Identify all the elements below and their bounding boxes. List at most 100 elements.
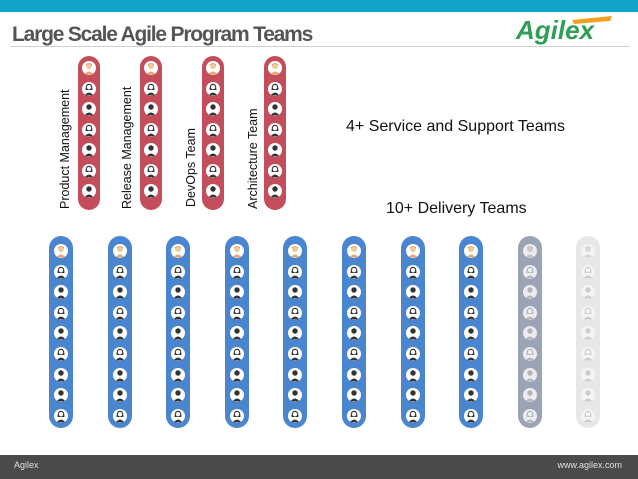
team-member-icon <box>206 163 220 178</box>
team-member-icon <box>288 305 303 320</box>
logo-swoosh-icon <box>572 16 612 24</box>
team-member-icon <box>288 285 303 300</box>
team-member-icon <box>112 244 127 258</box>
support-team-column <box>78 56 100 210</box>
team-member-icon <box>229 388 244 403</box>
delivery-team-column <box>459 236 484 428</box>
team-member-icon <box>171 347 186 361</box>
team-member-icon <box>522 388 537 403</box>
team-member-icon <box>405 367 420 382</box>
team-member-icon <box>82 81 96 96</box>
team-member-icon <box>405 244 420 258</box>
team-member-icon <box>229 326 244 341</box>
team-member-icon <box>171 244 186 258</box>
team-member-icon <box>144 184 158 198</box>
team-member-icon <box>144 122 158 137</box>
team-member-icon <box>464 285 479 300</box>
team-member-icon <box>54 285 68 300</box>
team-member-icon <box>112 367 127 382</box>
team-member-icon <box>581 347 596 361</box>
footer-brand: Agilex <box>14 460 39 470</box>
team-member-icon <box>347 285 361 300</box>
team-member-icon <box>268 143 282 157</box>
team-member-icon <box>464 388 479 403</box>
team-member-icon <box>268 102 282 116</box>
team-member-icon <box>464 347 479 361</box>
delivery-team-column <box>166 236 191 428</box>
delivery-team-column <box>107 236 132 428</box>
team-member-icon <box>54 326 68 341</box>
team-member-icon <box>54 305 68 320</box>
team-member-icon <box>144 143 158 157</box>
delivery-team-column <box>49 236 73 428</box>
team-member-icon <box>82 61 96 75</box>
team-member-icon <box>288 347 303 361</box>
team-member-icon <box>581 244 596 258</box>
team-member-icon <box>229 264 244 279</box>
team-member-icon <box>288 264 303 279</box>
team-member-icon <box>82 184 96 198</box>
slide-title: Large Scale Agile Program Teams <box>12 23 313 46</box>
team-member-icon <box>112 388 127 403</box>
delivery-team-column <box>400 236 425 428</box>
team-member-icon <box>464 244 479 258</box>
team-member-icon <box>144 61 158 75</box>
team-member-icon <box>171 305 186 320</box>
team-member-icon <box>268 61 282 75</box>
team-member-icon <box>522 408 537 423</box>
delivery-team-column <box>517 236 542 428</box>
team-member-icon <box>112 408 127 423</box>
team-member-icon <box>405 408 420 423</box>
team-member-icon <box>54 388 68 403</box>
team-member-icon <box>112 326 127 341</box>
team-member-icon <box>82 163 96 178</box>
team-member-icon <box>581 388 596 403</box>
team-member-icon <box>347 305 361 320</box>
team-member-icon <box>464 305 479 320</box>
team-member-icon <box>54 347 68 361</box>
team-member-icon <box>405 388 420 403</box>
team-member-icon <box>522 244 537 258</box>
footer-bar: Agilex www.agilex.com <box>0 455 638 479</box>
support-team-label: DevOps Team <box>184 128 198 207</box>
team-member-icon <box>522 264 537 279</box>
team-member-icon <box>288 408 303 423</box>
team-member-icon <box>522 285 537 300</box>
team-member-icon <box>171 326 186 341</box>
team-member-icon <box>229 367 244 382</box>
team-member-icon <box>581 285 596 300</box>
team-member-icon <box>464 264 479 279</box>
team-member-icon <box>581 408 596 423</box>
team-member-icon <box>82 143 96 157</box>
team-member-icon <box>112 305 127 320</box>
team-member-icon <box>54 264 68 279</box>
team-member-icon <box>347 408 361 423</box>
support-team-column <box>140 56 162 210</box>
support-team-label: Release Management <box>120 86 134 209</box>
team-member-icon <box>405 326 420 341</box>
team-member-icon <box>405 305 420 320</box>
team-member-icon <box>464 326 479 341</box>
team-member-icon <box>581 264 596 279</box>
delivery-team-column <box>283 236 308 428</box>
team-member-icon <box>229 285 244 300</box>
team-member-icon <box>54 367 68 382</box>
team-member-icon <box>464 367 479 382</box>
support-team-label: Product Management <box>58 89 72 209</box>
team-member-icon <box>347 244 361 258</box>
team-member-icon <box>144 81 158 96</box>
team-member-icon <box>82 122 96 137</box>
delivery-team-column <box>342 236 366 428</box>
team-member-icon <box>171 388 186 403</box>
team-member-icon <box>288 367 303 382</box>
team-member-icon <box>522 367 537 382</box>
team-member-icon <box>229 244 244 258</box>
team-member-icon <box>144 163 158 178</box>
team-member-icon <box>112 285 127 300</box>
team-member-icon <box>405 285 420 300</box>
support-team-column <box>202 56 224 210</box>
team-member-icon <box>268 184 282 198</box>
team-member-icon <box>581 305 596 320</box>
team-member-icon <box>347 264 361 279</box>
team-member-icon <box>206 81 220 96</box>
